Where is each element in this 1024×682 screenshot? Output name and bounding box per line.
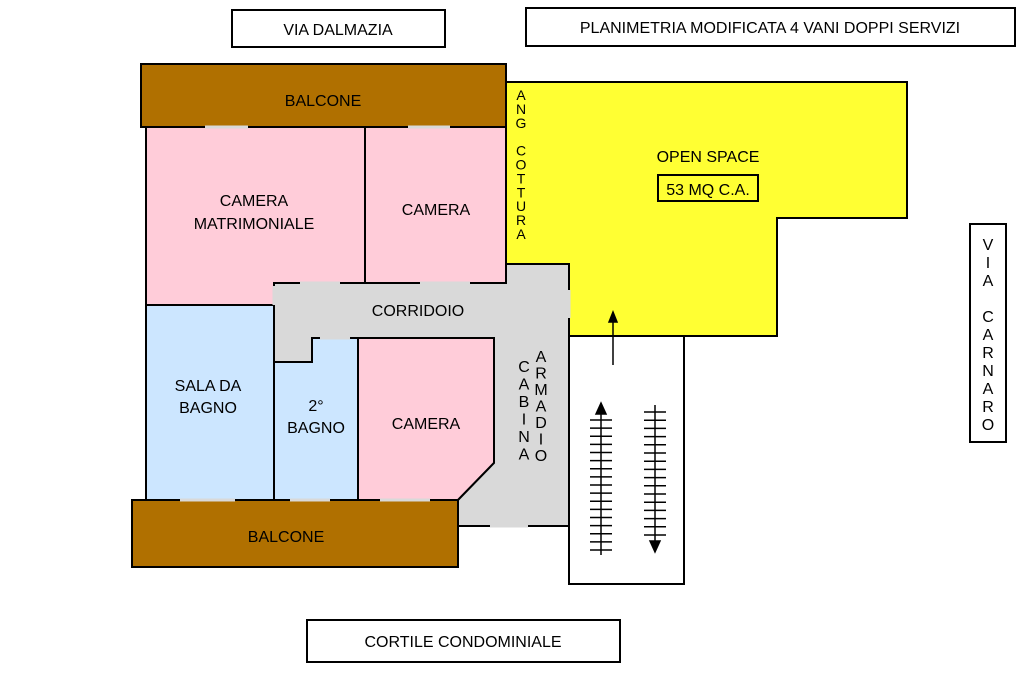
- label-bagno2-2: BAGNO: [287, 420, 345, 437]
- room-sala-bagno: [145, 304, 275, 501]
- label-sala-bagno-2: BAGNO: [179, 400, 237, 417]
- label-open-space: OPEN SPACE: [657, 149, 760, 166]
- plan-title-box: PLANIMETRIA MODIFICATA 4 VANI DOPPI SERV…: [525, 7, 1016, 47]
- street-label-bottom: CORTILE CONDOMINIALE: [306, 619, 621, 663]
- stair-area: [568, 335, 685, 585]
- openings: [180, 125, 528, 528]
- label-camera-matrimoniale-2: MATRIMONIALE: [194, 216, 315, 233]
- stair-down-icon: [644, 405, 666, 554]
- balcone-bottom: [131, 499, 459, 568]
- label-corridoio: CORRIDOIO: [372, 303, 464, 320]
- street-label-top: VIA DALMAZIA: [231, 9, 446, 48]
- door-gaps: [272, 281, 571, 340]
- room-open-space: [505, 81, 908, 337]
- balcone-top: [140, 63, 507, 128]
- label-balcone-bottom: BALCONE: [248, 529, 324, 546]
- stair-up-icon: [590, 401, 612, 555]
- label-sala-bagno-1: SALA DA: [175, 378, 242, 395]
- label-area: 53 MQ C.A.: [666, 182, 750, 199]
- street-bottom-text: CORTILE CONDOMINIALE: [364, 634, 561, 651]
- area-box: [657, 174, 759, 202]
- street-top-text: VIA DALMAZIA: [283, 22, 393, 39]
- label-balcone-top: BALCONE: [285, 93, 361, 110]
- label-bagno2-1: 2°: [308, 398, 323, 415]
- plan-title: PLANIMETRIA MODIFICATA 4 VANI DOPPI SERV…: [580, 20, 960, 37]
- label-camera-top: CAMERA: [402, 202, 471, 219]
- arrow-up-icon: [607, 309, 619, 365]
- label-camera-bottom: CAMERA: [392, 416, 461, 433]
- label-camera-matrimoniale-1: CAMERA: [220, 193, 289, 210]
